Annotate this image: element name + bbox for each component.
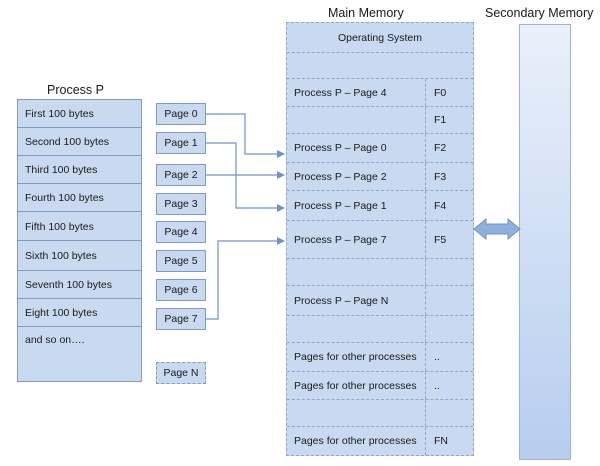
frame-row: Process P – Page 2 F3 [287, 163, 473, 191]
process-row-more: and so on…. [25, 334, 85, 346]
frame-label: .. [434, 351, 440, 363]
page-4-box: Page 4 [156, 221, 206, 243]
page-2-box: Page 2 [156, 164, 206, 186]
frame-content [287, 107, 426, 133]
os-row: Operating System [287, 23, 473, 53]
frame-content: Pages for other processes [287, 372, 426, 399]
frame-row [287, 400, 473, 427]
frame-label: F3 [434, 170, 447, 183]
frame-content: Process P – Page 1 [287, 191, 426, 220]
page-0-box: Page 0 [156, 103, 206, 125]
process-row: Second 100 bytes [18, 128, 142, 156]
frame-content: Process P – Page N [287, 286, 426, 315]
frame-content: Process P – Page 2 [287, 163, 426, 190]
process-row: Third 100 bytes [18, 156, 142, 184]
frame-row [287, 259, 473, 286]
frame-row: Process P – Page 7 F5 [287, 221, 473, 259]
frame-row: Pages for other processes .. [287, 343, 473, 372]
process-row: Fifth 100 bytes [18, 213, 142, 241]
frame-row: Process P – Page 0 F2 [287, 134, 473, 163]
frame-label: F1 [434, 114, 447, 126]
process-row: First 100 bytes [18, 100, 142, 128]
frame-content: Process P – Page 0 [287, 134, 426, 162]
frame-row: F1 [287, 107, 473, 134]
frame-row: Process P – Page N [287, 286, 473, 316]
process-title: Process P [47, 83, 104, 97]
frame-content: Pages for other processes [287, 427, 426, 455]
secondary-memory-bar [519, 24, 571, 460]
frame-label: F0 [434, 86, 447, 99]
frame-row: Pages for other processes FN [287, 427, 473, 455]
frame-row: Process P – Page 1 F4 [287, 191, 473, 221]
arrow-page-7-to-f5 [206, 237, 285, 320]
frame-content: Pages for other processes [287, 343, 426, 371]
process-row: Seventh 100 bytes [18, 271, 142, 299]
frame-label: F4 [434, 199, 447, 212]
frame-content [287, 316, 426, 342]
process-row: Eight 100 bytes [18, 299, 142, 327]
arrow-page-0-to-f2 [206, 113, 285, 158]
page-1-box: Page 1 [156, 132, 206, 154]
frame-label: F5 [434, 233, 447, 246]
main-memory-title: Main Memory [328, 6, 404, 20]
page-n-box: Page N [156, 362, 206, 384]
swap-double-arrow [473, 217, 521, 241]
frame-row [287, 316, 473, 343]
frame-label: .. [434, 379, 440, 392]
frame-content [287, 259, 426, 285]
frame-row: Process P – Page 4 F0 [287, 79, 473, 107]
main-memory-box: Operating System Process P – Page 4 F0 F… [286, 22, 474, 456]
os-label: Operating System [337, 31, 423, 44]
frame-label: FN [434, 435, 448, 447]
frame-content: Process P – Page 7 [287, 221, 426, 258]
process-row: Sixth 100 bytes [18, 242, 142, 271]
frame-row: Pages for other processes .. [287, 372, 473, 400]
process-box: First 100 bytes Second 100 bytes Third 1… [17, 99, 142, 382]
page-3-box: Page 3 [156, 193, 206, 215]
process-row: Fourth 100 bytes [18, 184, 142, 212]
frame-content [287, 400, 426, 426]
page-5-box: Page 5 [156, 250, 206, 272]
mm-gap-row [287, 53, 473, 79]
frame-content: Process P – Page 4 [287, 79, 426, 106]
frame-label: F2 [434, 142, 447, 154]
page-7-box: Page 7 [156, 308, 206, 330]
secondary-memory-title: Secondary Memory [485, 6, 594, 20]
page-6-box: Page 6 [156, 279, 206, 301]
